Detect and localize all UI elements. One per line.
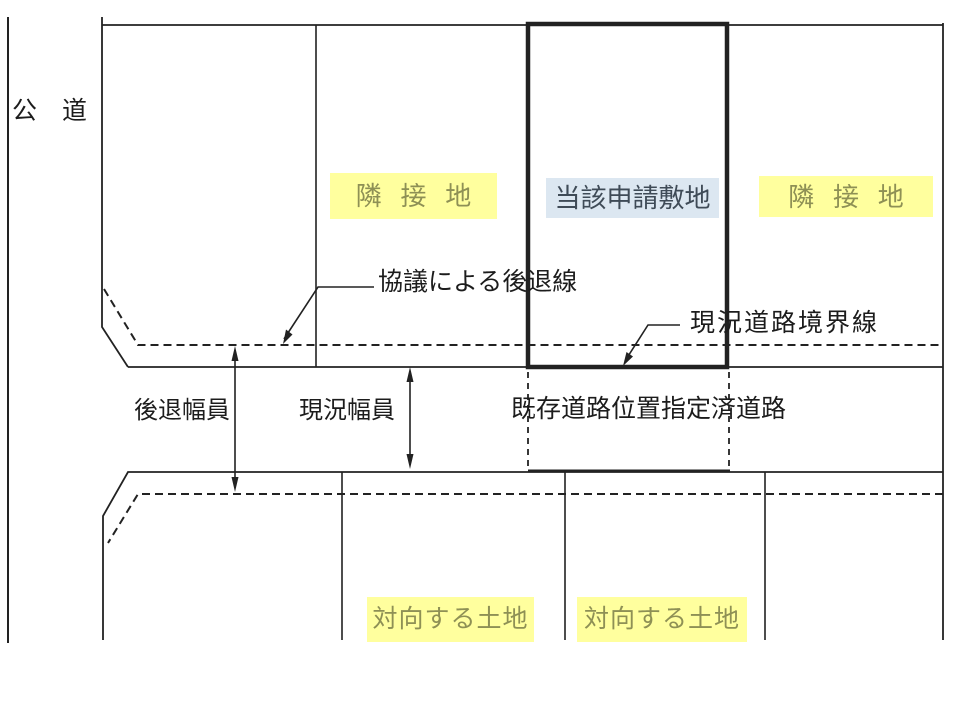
setback-width-arrow	[231, 346, 239, 492]
adjacent-land-right-label: 隣接地	[759, 176, 933, 217]
current-width-label: 現況幅員	[299, 396, 395, 424]
subject-site-outline	[525, 21, 730, 370]
left-parcel-west-boundary-line	[101, 17, 129, 368]
current-road-boundary-label: 現況道路境界線	[690, 308, 880, 337]
opposite-land-left-label: 対向する土地	[367, 597, 534, 642]
setback-dashed-line-north	[103, 288, 943, 346]
public-road-label: 公道	[12, 96, 113, 125]
adjacent-land-left-label: 隣接地	[330, 173, 497, 219]
opposite-land-right-label: 対向する土地	[577, 597, 747, 642]
current-boundary-leader-arrow	[623, 324, 680, 366]
setback-width-label: 後退幅員	[134, 396, 230, 424]
setback-dashed-line-south	[107, 493, 943, 544]
negotiated-setback-line-label: 協議による後退線	[378, 267, 578, 296]
current-width-arrow	[406, 367, 414, 469]
south-parcels-top-boundary-line	[102, 471, 943, 640]
existing-designated-road-label: 既存道路位置指定済道路	[511, 394, 787, 423]
negotiated-setback-leader-arrow	[283, 286, 374, 344]
subject-site-label: 当該申請敷地	[546, 178, 719, 218]
